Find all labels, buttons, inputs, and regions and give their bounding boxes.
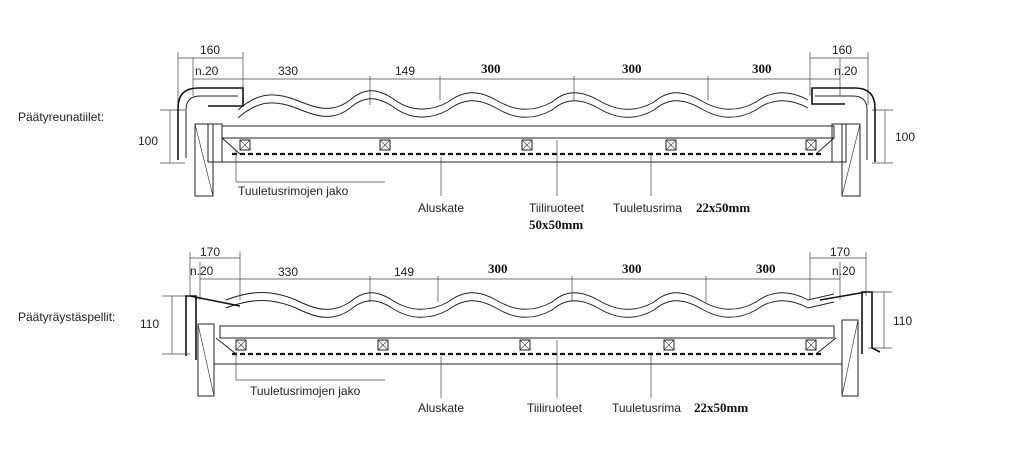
vent-batten-squares [235, 339, 817, 351]
gable-flashing-right [819, 291, 881, 354]
top-section: Päätyreunatiilet: 160 160 n.20 n.20 330 … [18, 43, 915, 232]
frame-post-left [194, 123, 214, 197]
bottom-dim-edge-right: 170 [830, 245, 850, 259]
vent-batten-x [519, 339, 531, 351]
vent-batten-x [239, 139, 251, 151]
edge-tile-right-inner [815, 95, 868, 160]
bottom-label-underlay: Aluskate [418, 401, 464, 415]
edge-tile-left-inner [185, 95, 238, 158]
tile-profile-top-line [237, 90, 809, 111]
post-hatch [841, 123, 861, 197]
top-dim-n20-left: n.20 [195, 64, 219, 78]
vent-batten-x [379, 139, 391, 151]
frame-post-left [197, 323, 215, 397]
bottom-section: Päätyräystäspellit: 170 170 n.20 n.20 33… [18, 245, 912, 415]
bottom-dim-300-b: 300 [622, 261, 642, 276]
top-dim-300-a: 300 [481, 61, 501, 76]
top-batten-board [221, 125, 835, 139]
gable-flashing-left [185, 295, 241, 360]
tile-profile-bottom-line [237, 98, 809, 119]
edge-tile-right [811, 87, 876, 162]
top-label-underlay: Aluskate [418, 201, 464, 215]
frame-post-right [841, 123, 861, 197]
edge-tile-left [177, 87, 244, 160]
top-dim-149: 149 [395, 64, 415, 78]
vent-batten-x [377, 339, 389, 351]
vent-batten [235, 339, 247, 351]
vent-batten [805, 139, 817, 151]
top-dim-330: 330 [278, 64, 298, 78]
bottom-dim-height-right: 110 [893, 314, 912, 328]
vent-batten-x [521, 139, 533, 151]
vent-batten-squares [239, 139, 817, 151]
top-label-vent-spacing: Tuuletusrimojen jako [238, 184, 349, 198]
bottom-dim-149: 149 [394, 265, 414, 279]
post-hatch [194, 123, 214, 197]
vent-batten-x [805, 139, 817, 151]
end-board-left [207, 123, 223, 163]
slope-line [215, 337, 237, 355]
top-label-battens-size: 50x50mm [529, 217, 583, 232]
bottom-dim-300-c: 300 [756, 261, 776, 276]
vent-batten-x [235, 339, 247, 351]
tile-profile-bottom-line [225, 300, 835, 318]
vent-batten [239, 139, 251, 151]
frame-post-right [841, 319, 859, 397]
vent-batten-x [805, 339, 817, 351]
bottom-label-battens: Tiiliruoteet [527, 401, 583, 415]
bottom-label-vent-batten: Tuuletusrima [612, 401, 681, 415]
post-hatch [841, 319, 859, 397]
bottom-label-vent-batten-size: 22x50mm [694, 400, 748, 415]
bottom-batten-board [219, 325, 835, 339]
bottom-dim-300-a: 300 [488, 261, 508, 276]
vent-batten [805, 339, 817, 351]
slope-line [815, 337, 837, 355]
bottom-label-vent-spacing: Tuuletusrimojen jako [250, 384, 361, 398]
top-dim-height-left: 100 [138, 134, 158, 148]
vent-batten [519, 339, 531, 351]
top-dim-300-c: 300 [752, 61, 772, 76]
top-dim-n20-right: n.20 [834, 64, 858, 78]
top-label-vent-batten: Tuuletusrima [613, 201, 682, 215]
top-label-vent-batten-size: 22x50mm [696, 200, 750, 215]
top-label-battens: Tiiliruoteet [529, 201, 585, 215]
vent-batten-x [663, 339, 675, 351]
vent-batten [521, 139, 533, 151]
slope-line [815, 137, 835, 155]
vent-batten-x [665, 139, 677, 151]
bottom-dim-n20-left: n.20 [190, 264, 214, 278]
vent-batten [377, 339, 389, 351]
tile-profile-top-line [225, 292, 835, 310]
vent-batten [379, 139, 391, 151]
post-hatch [197, 323, 215, 397]
slope-line [221, 137, 241, 155]
top-dim-300-b: 300 [622, 61, 642, 76]
vent-batten [663, 339, 675, 351]
bottom-dim-edge-left: 170 [200, 245, 220, 259]
top-dim-edge-left: 160 [200, 43, 220, 57]
bottom-dim-330: 330 [278, 265, 298, 279]
bottom-section-label: Päätyräystäspellit: [18, 310, 115, 324]
top-dim-height-right: 100 [895, 130, 915, 144]
top-section-label: Päätyreunatiilet: [18, 110, 104, 124]
top-dim-edge-right: 160 [832, 43, 852, 57]
bottom-dim-n20-right: n.20 [832, 264, 856, 278]
vent-batten [665, 139, 677, 151]
bottom-dim-height-left: 110 [140, 317, 159, 331]
